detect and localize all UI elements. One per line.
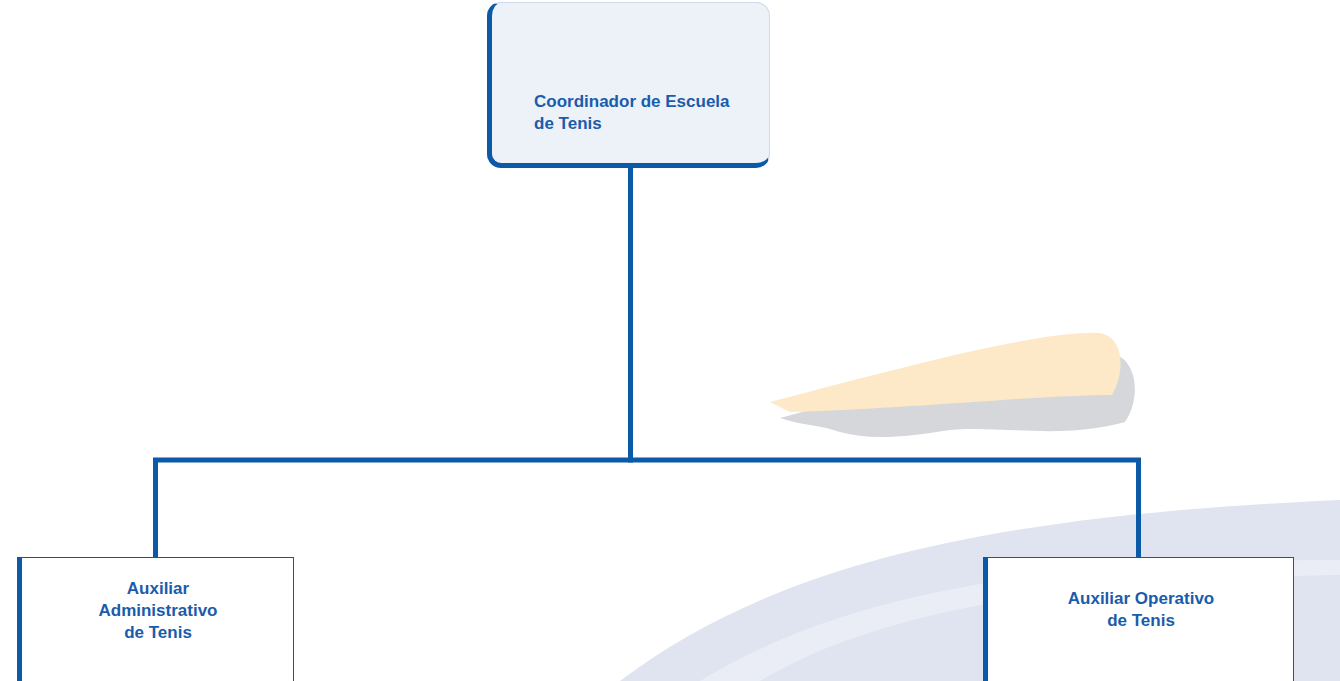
node-label: Auxiliar Operativo de Tenis [988,588,1294,632]
node-label: Coordinador de Escuela de Tenis [534,91,734,135]
node-label: Auxiliar Administrativo de Tenis [22,578,294,644]
manager-box: Coordinador de Escuela de Tenis [487,2,770,168]
org-connector [156,168,631,557]
org-connector [631,168,1139,557]
decor-peach [770,333,1121,412]
staff-box: Auxiliar Administrativo de Tenis [17,557,294,681]
staff-box: Auxiliar Operativo de Tenis [983,557,1294,681]
